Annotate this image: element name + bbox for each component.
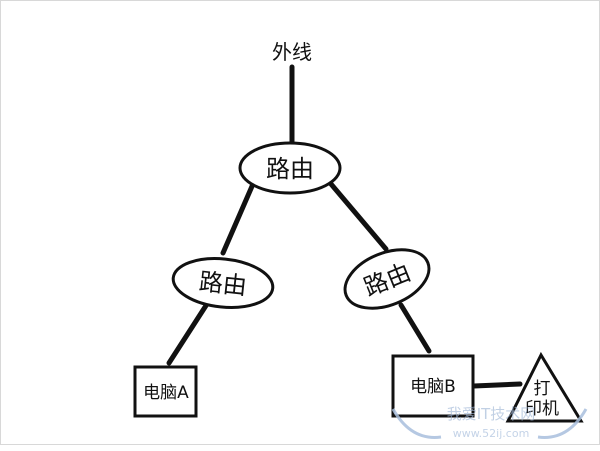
router-left-ellipse xyxy=(171,257,275,309)
edge-router-top-to-router-left xyxy=(220,181,256,256)
router-left-node: 路由 xyxy=(171,257,275,309)
router-top-node: 路由 xyxy=(238,141,342,195)
printer-triangle xyxy=(505,351,584,423)
watermark-swoosh-left xyxy=(391,408,442,439)
printer-node: 打 印机 xyxy=(505,351,584,423)
edge-computer-b-to-printer xyxy=(471,381,523,389)
watermark-url: www.52ij.com xyxy=(453,427,530,440)
computer-b-box xyxy=(391,354,475,418)
watermark: 我爱IT技术网 www.52ij.com xyxy=(391,405,588,440)
computer-a-node: 电脑A xyxy=(133,365,198,418)
external-line-label: 外线 xyxy=(272,40,312,64)
edge-router-left-to-computer-a xyxy=(166,301,210,366)
router-top-label: 路由 xyxy=(266,155,314,183)
computer-b-label: 电脑B xyxy=(410,377,456,397)
watermark-text: 我爱IT技术网 xyxy=(447,405,536,423)
printer-label-line1: 打 xyxy=(534,379,551,399)
edge-router-top-to-router-right xyxy=(328,181,389,252)
router-right-ellipse xyxy=(343,248,431,310)
computer-a-label: 电脑A xyxy=(143,383,189,403)
computer-b-node: 电脑B xyxy=(391,354,475,418)
edge-router-right-to-computer-b xyxy=(398,302,432,354)
router-right-node: 路由 xyxy=(343,248,431,310)
watermark-swoosh-right xyxy=(537,408,588,439)
computer-a-box xyxy=(133,365,198,418)
printer-label-line2: 印机 xyxy=(525,399,559,419)
router-top-ellipse xyxy=(238,141,342,195)
router-left-label: 路由 xyxy=(198,268,249,301)
